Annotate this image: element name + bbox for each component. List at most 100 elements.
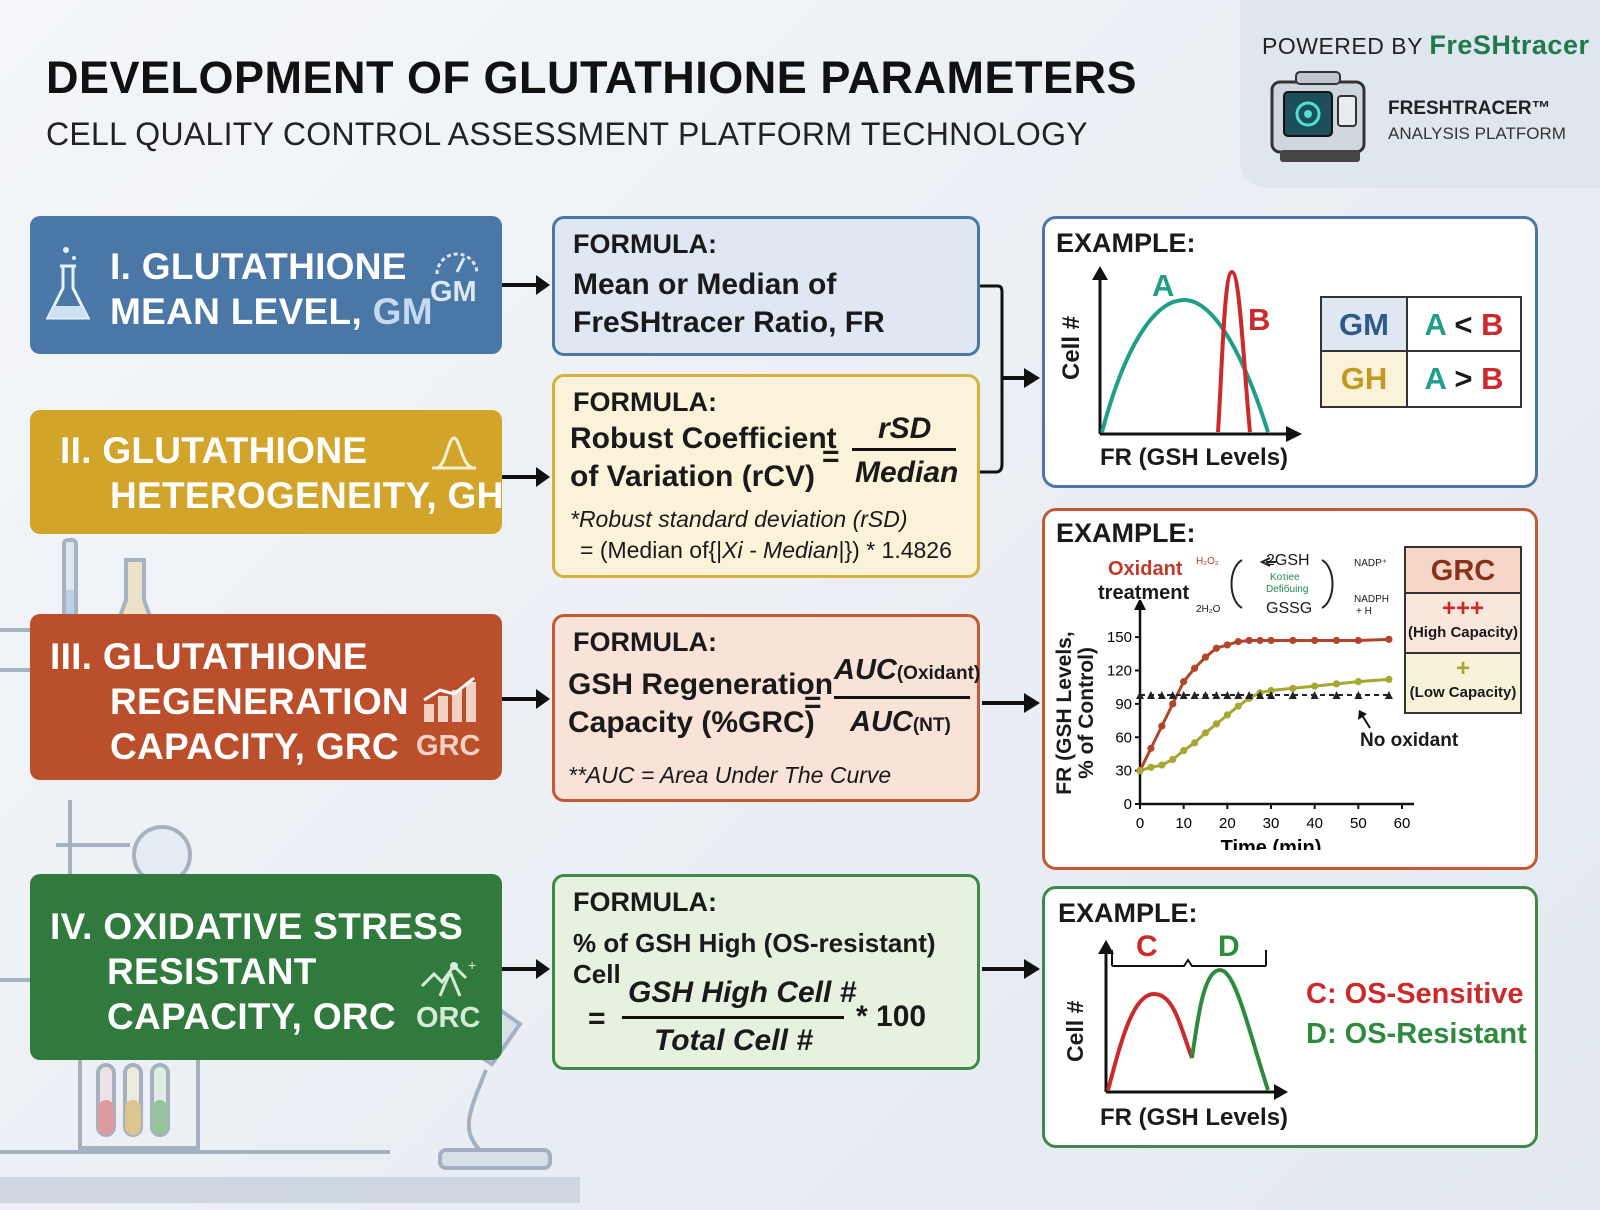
page-subtitle: CELL QUALITY CONTROL ASSESSMENT PLATFORM… xyxy=(46,116,1088,152)
page-title: DEVELOPMENT OF GLUTATHIONE PARAMETERS xyxy=(46,52,1138,103)
x-tick-label: 10 xyxy=(1175,815,1192,832)
y-tick-label: 150 xyxy=(1107,629,1132,646)
data-point-control xyxy=(1267,690,1275,699)
formula-eq: = xyxy=(588,1002,606,1035)
data-point xyxy=(1190,664,1199,672)
data-point-control xyxy=(1332,690,1341,699)
y-tick-label: 30 xyxy=(1115,763,1132,780)
data-point xyxy=(1223,711,1231,719)
x-tick-label: 40 xyxy=(1306,815,1323,832)
c-legend-text: C: OS-Sensitive xyxy=(1306,978,1524,1010)
param-box-gm xyxy=(30,216,502,354)
data-point-control xyxy=(1310,690,1319,699)
data-point xyxy=(1180,678,1188,686)
data-point-control xyxy=(1354,690,1363,699)
curve-c xyxy=(1106,991,1194,1091)
formula-label: FORMULA: xyxy=(573,229,717,259)
y-tick-label: 120 xyxy=(1107,663,1132,680)
formula-rcv-text: Robust Coefficient of Variation (rCV) xyxy=(570,422,837,493)
data-point xyxy=(1332,680,1341,688)
data-point-control xyxy=(1146,690,1155,699)
fraction-bar xyxy=(834,696,970,699)
formula-label: FORMULA: xyxy=(573,627,717,657)
curve-d xyxy=(1190,967,1270,1091)
lab-background-illustration xyxy=(0,538,580,1203)
formula-denominator: Total Cell # xyxy=(654,1024,813,1057)
example-box-gm-gh xyxy=(1042,216,1538,488)
glutathione-cycle-diagram xyxy=(1230,557,1334,609)
data-point xyxy=(1234,702,1242,710)
legend-title: GRC xyxy=(1406,548,1520,594)
y-axis-label: Cell # xyxy=(1058,315,1085,380)
data-point xyxy=(1311,682,1319,690)
data-point-control xyxy=(1256,690,1265,699)
data-point-control xyxy=(1190,690,1199,699)
powered-prefix: POWERED BY xyxy=(1262,33,1430,59)
data-point-control xyxy=(1136,690,1144,699)
pathway-gssg: GSSG xyxy=(1266,600,1313,617)
formula-note: **AUC = Area Under The Curve xyxy=(568,762,892,788)
pathway-h: + H xyxy=(1356,606,1372,617)
pointer-arrow-icon xyxy=(1358,710,1371,729)
data-point xyxy=(1201,653,1210,661)
data-point xyxy=(1289,684,1297,692)
merge-bracket-arrow xyxy=(980,284,1040,474)
data-point xyxy=(1180,747,1188,755)
d-legend-text: D: OS-Resistant xyxy=(1306,1018,1527,1050)
example-label: EXAMPLE: xyxy=(1058,898,1198,928)
x-tick-label: 0 xyxy=(1136,815,1144,832)
platform-name: FRESHTRACER™ xyxy=(1388,98,1551,119)
legend-low: + (Low Capacity) xyxy=(1406,654,1520,712)
data-point xyxy=(1311,636,1319,645)
formula-eq: = xyxy=(804,686,822,719)
param-title-grc: III. GLUTATHIONE REGENERATION CAPACITY, … xyxy=(50,636,409,767)
x-tick-label: 60 xyxy=(1394,815,1411,832)
data-point xyxy=(1147,744,1155,752)
formula-numerator: GSH High Cell # xyxy=(628,976,857,1009)
data-point-control xyxy=(1223,690,1232,699)
example-label: EXAMPLE: xyxy=(1056,228,1196,258)
arrow-right-icon xyxy=(502,959,550,979)
fraction-bar xyxy=(852,448,956,451)
x-tick-label: 20 xyxy=(1219,815,1236,832)
oxidant-label: Oxidant xyxy=(1108,558,1183,580)
treatment-label: treatment xyxy=(1098,582,1190,604)
table-cell-gh: GH xyxy=(1322,352,1408,406)
device-icon xyxy=(1270,71,1366,162)
data-point-control xyxy=(1245,690,1254,699)
param-box-gh xyxy=(30,410,502,534)
formula-note-detail: = (Median of{|Xi - Median|}) * 1.4826 xyxy=(580,537,952,563)
arrow-right-icon xyxy=(502,467,550,487)
curve-a-label: A xyxy=(1152,268,1175,303)
no-oxidant-label: No oxidant xyxy=(1360,730,1459,751)
platform-subtitle: ANALYSIS PLATFORM xyxy=(1388,124,1566,143)
table-cell-gh-rel: A > B xyxy=(1424,361,1504,396)
curve-b xyxy=(1216,269,1252,433)
param-title-gh: II. GLUTATHIONE HETEROGENEITY, GH xyxy=(60,430,504,516)
resistance-icon: + xyxy=(420,958,476,997)
powered-by: POWERED BY FreSHtracer xyxy=(1262,30,1589,61)
distribution-chart-cd xyxy=(1098,940,1288,1100)
data-point-control xyxy=(1288,690,1297,699)
formula-box-gh: FORMULA: xyxy=(552,374,980,578)
formula-numerator: AUC(Oxidant) xyxy=(834,654,981,686)
param-box-orc xyxy=(30,874,502,1060)
param-abbr-orc: ORC xyxy=(416,1002,481,1034)
data-point xyxy=(1158,722,1166,730)
pathway-nadp: NADP⁺ xyxy=(1354,558,1388,569)
data-point xyxy=(1169,755,1177,764)
pathway-h2o: 2H₂O xyxy=(1196,604,1221,615)
data-point xyxy=(1212,644,1221,652)
data-point xyxy=(1169,700,1177,708)
curve-c-label: C xyxy=(1136,930,1158,963)
gauge-icon xyxy=(435,252,479,275)
arrow-right-icon xyxy=(502,689,550,709)
formula-note: *Robust standard deviation (rSD) xyxy=(570,506,908,532)
y-axis-arrow xyxy=(1134,600,1146,610)
data-point xyxy=(1385,635,1393,643)
data-point xyxy=(1354,678,1362,686)
data-point xyxy=(1245,636,1253,645)
data-point-control xyxy=(1157,690,1166,699)
data-point xyxy=(1267,636,1275,645)
curve-b-label: B xyxy=(1248,302,1271,337)
